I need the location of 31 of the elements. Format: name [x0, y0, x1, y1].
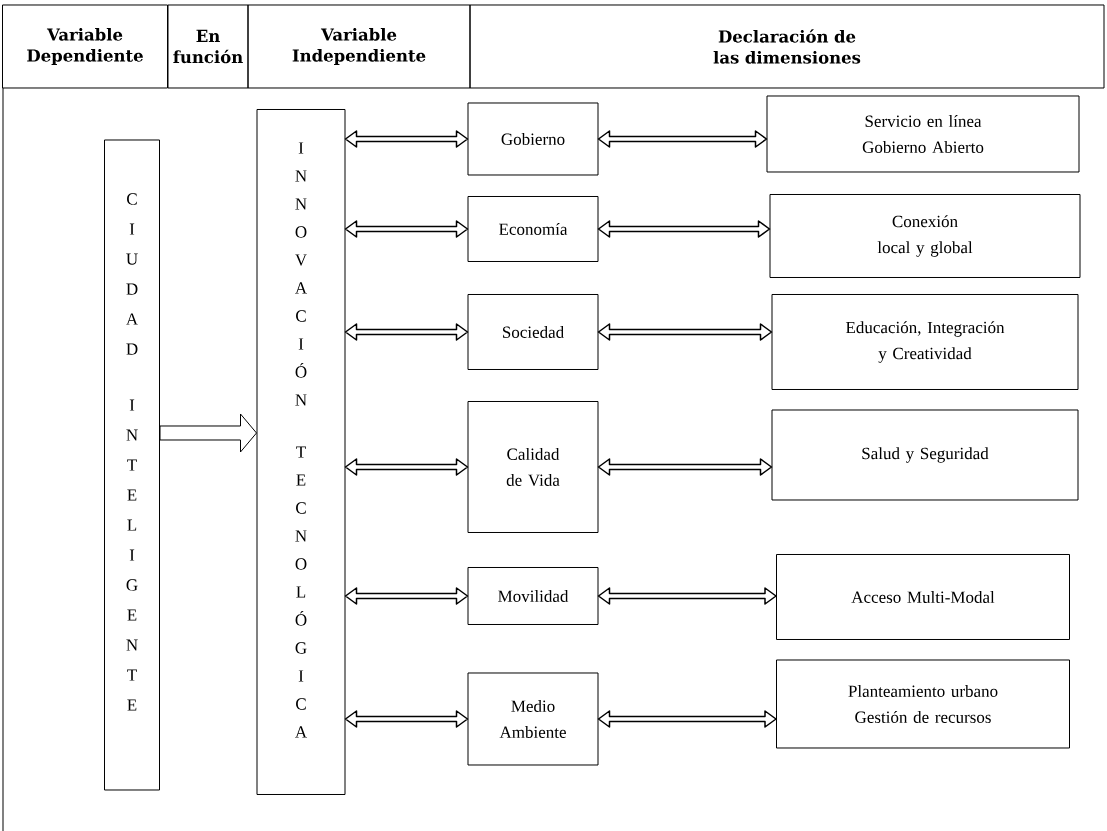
double-arrow [597, 220, 771, 238]
header-cell: Declaración de las dimensiones [469, 4, 1105, 89]
dimension-box: Calidad de Vida [467, 401, 599, 533]
dimension-box: Movilidad [467, 567, 599, 625]
block-arrow [159, 413, 257, 453]
dimension-box: Salud y Seguridad [771, 409, 1079, 501]
double-arrow [344, 130, 469, 148]
dimension-box: Conexión local y global [769, 194, 1081, 278]
double-arrow [597, 130, 768, 148]
dimension-box: Medio Ambiente [467, 672, 599, 766]
dimension-box: Acceso Multi-Modal [776, 554, 1070, 640]
dimension-box: Educación, Integración y Creatividad [771, 294, 1079, 390]
dimension-box: Servicio en línea Gobierno Abierto [766, 95, 1080, 173]
dimension-box: Gobierno [467, 102, 599, 176]
double-arrow [597, 458, 773, 476]
dimension-box: Economía [467, 196, 599, 262]
double-arrow [344, 710, 469, 728]
double-arrow [344, 323, 469, 341]
vertical-text-box: INNOVACIÓN TECNOLÓGICA [256, 109, 346, 795]
double-arrow [344, 587, 469, 605]
header-cell: En función [167, 4, 249, 89]
double-arrow [597, 587, 777, 605]
vertical-text-box: CIUDAD INTELIGENTE [104, 139, 160, 791]
double-arrow [344, 220, 469, 238]
dimension-box: Planteamiento urbano Gestión de recursos [776, 659, 1070, 749]
double-arrow [344, 458, 469, 476]
header-cell: Variable Independiente [247, 4, 471, 89]
double-arrow [597, 710, 777, 728]
header-cell: Variable Dependiente [2, 4, 168, 89]
dimension-box: Sociedad [467, 294, 599, 370]
double-arrow [597, 323, 773, 341]
